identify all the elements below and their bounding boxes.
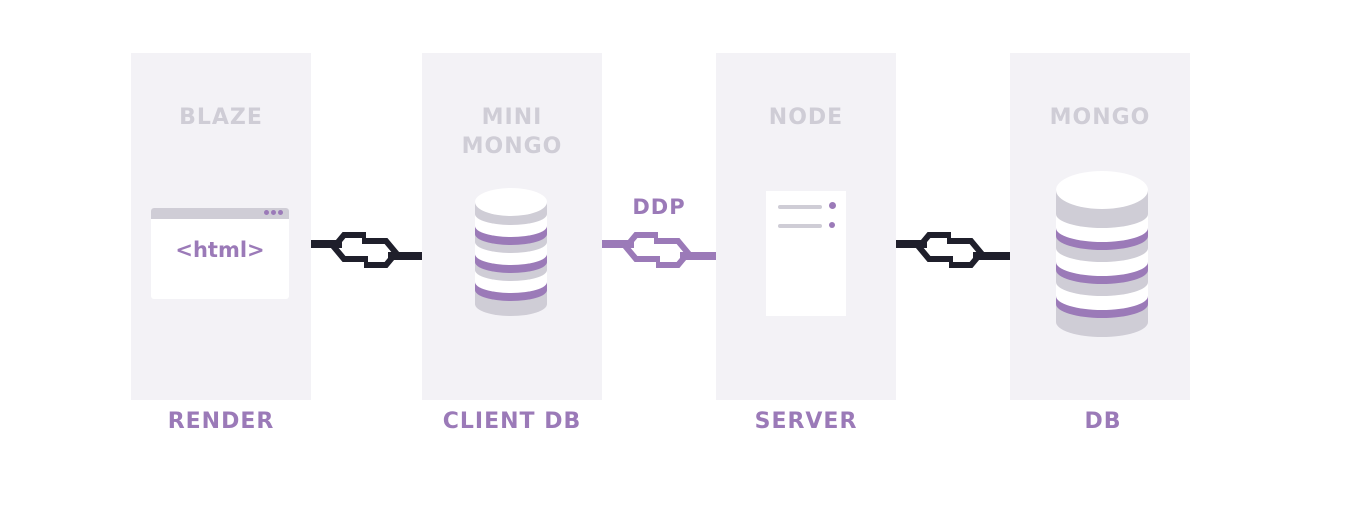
server-document-icon: [766, 191, 846, 316]
database-stack-icon: [1056, 171, 1148, 337]
link-chain-icon: [311, 235, 422, 265]
server-led: [829, 222, 835, 228]
browser-dots-icon: [264, 210, 283, 215]
panel-title-mongo: MONGO: [1049, 105, 1151, 130]
server-line: [778, 224, 822, 228]
label-client-db: CLIENT DB: [442, 409, 582, 434]
browser-title-bar: [151, 208, 289, 219]
panel-title-blaze: BLAZE: [179, 105, 263, 130]
server-led: [829, 202, 836, 209]
panel-node: NODE: [716, 53, 896, 400]
panel-title-node: NODE: [768, 105, 844, 130]
label-render: RENDER: [167, 409, 275, 434]
label-server: SERVER: [754, 409, 858, 434]
panel-blaze: BLAZE <html>: [131, 53, 311, 400]
label-db: DB: [1084, 409, 1122, 434]
ddp-label: DDP: [632, 195, 686, 219]
panel-mongo: MONGO: [1010, 53, 1190, 400]
panel-title-minimongo: MINI MONGO: [461, 105, 563, 159]
browser-window-icon: <html>: [151, 208, 289, 299]
link-chain-icon: [896, 235, 1010, 265]
browser-html-text: <html>: [175, 238, 265, 262]
ddp-link-chain-icon: [602, 235, 716, 265]
database-stack-icon: [475, 188, 547, 316]
server-line: [778, 205, 822, 209]
